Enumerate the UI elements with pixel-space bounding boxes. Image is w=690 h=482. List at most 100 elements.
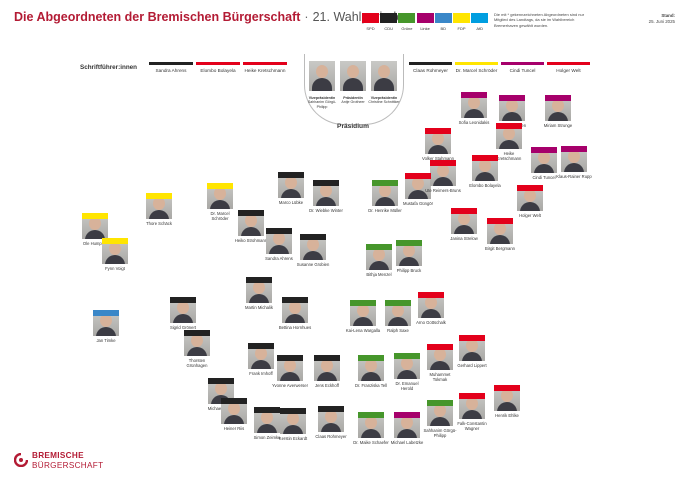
party-marker-31: [282, 297, 308, 303]
member-name-17: Jens Eckhoff: [315, 383, 339, 388]
legend-swatch-1: [380, 13, 398, 23]
member-photo-21: [248, 343, 274, 369]
member-photo-47: [425, 128, 451, 154]
legend-swatch-2: [398, 13, 416, 23]
party-marker-16: [318, 406, 344, 412]
member-photo-42: [517, 185, 543, 211]
member-name-26: Marco Lübke: [278, 200, 304, 205]
member-name-9: Kai-Lena Wargalla: [345, 328, 381, 333]
member-photo-36: [207, 183, 233, 209]
member-name-28: Michael Jonitz: [207, 406, 235, 411]
party-marker-22: [238, 210, 264, 216]
member-name-48: Birgit Bergmann: [484, 246, 516, 251]
member-photo-40: [531, 147, 557, 173]
legend-label-1: CDU: [384, 26, 394, 31]
member-photo-9: [350, 300, 376, 326]
member-photo-33: [93, 310, 119, 336]
member-photo-32: [246, 277, 272, 303]
member-photo-16: [318, 406, 344, 432]
secretary-name-left-2: Heike Kretschmann: [244, 68, 286, 73]
presidium-label: Präsidium: [337, 123, 369, 130]
secretary-name-left-0: Sandra Ahrens: [155, 68, 187, 73]
member-photo-39: [499, 95, 525, 121]
member-photo-46: [451, 208, 477, 234]
party-marker-39: [499, 95, 525, 101]
member-name-11: Arno Gottschalk: [416, 320, 446, 325]
presidium-photo-1: [340, 61, 366, 91]
party-marker-21: [248, 343, 274, 349]
member-name-34: Thore Schäck: [146, 221, 172, 226]
presidium-photo-0: [309, 61, 335, 91]
member-photo-2: [427, 400, 453, 426]
party-marker-48: [487, 218, 513, 224]
member-photo-23: [266, 228, 292, 254]
secretary-line-right-3: [547, 62, 590, 65]
member-photo-12: [366, 244, 392, 270]
party-marker-41: [545, 95, 571, 101]
member-photo-7: [427, 344, 453, 370]
party-marker-9: [350, 300, 376, 306]
member-name-21: Frank Imhoff: [249, 371, 273, 376]
member-name-10: Ralph Saxe: [387, 328, 409, 333]
member-name-36: Dr. Marcel Schröder: [210, 211, 230, 221]
party-marker-2: [427, 400, 453, 406]
secretary-line-right-2: [501, 62, 544, 65]
logo-mark-icon: [14, 453, 28, 467]
member-name-43: Elombo Bolayela: [469, 183, 501, 188]
member-photo-22: [238, 210, 264, 236]
secretary-line-right-1: [455, 62, 498, 65]
party-marker-43: [472, 155, 498, 161]
secretaries-label: Schriftführer:innen: [80, 64, 138, 71]
member-photo-10: [385, 300, 411, 326]
stand-label: Stand:: [661, 13, 675, 18]
bremerhaven-note: Die mit * gekennzeichneten Abgeordneten …: [494, 12, 585, 28]
member-photo-11: [418, 292, 444, 318]
member-name-18: Simon Zeimke: [253, 435, 281, 440]
member-photo-48: [487, 218, 513, 244]
member-name-7: Muhammet Tokmak: [429, 372, 451, 382]
legend-swatch-4: [434, 13, 452, 23]
presidium-role-0: Vizepräsidentin: [308, 96, 336, 100]
presidium-role-1: Präsidentin: [343, 96, 363, 100]
presidium-name-0: Sahhanim Görgü-Philipp: [307, 100, 337, 109]
member-photo-41: [545, 95, 571, 121]
member-name-47: Volker Stahmann: [422, 156, 454, 161]
party-marker-44: [496, 123, 522, 129]
party-marker-45: [430, 160, 456, 166]
legend-label-5: FDP: [457, 26, 466, 31]
member-photo-43: [472, 155, 498, 181]
member-photo-27: [170, 297, 196, 323]
legend-label-6: AfD: [476, 26, 484, 31]
party-marker-32: [246, 277, 272, 283]
member-name-2: Sahhanim Görgü-Philipp: [423, 428, 457, 438]
presidium-name-2: Christine Schnittker: [368, 100, 400, 105]
member-name-30: Thorsten Grünhagen: [186, 358, 208, 368]
party-marker-28: [208, 378, 234, 384]
legend-label-0: SPD: [366, 26, 375, 31]
party-marker-4: [494, 385, 520, 391]
party-marker-18: [254, 407, 280, 413]
secretary-line-right-0: [409, 62, 452, 65]
presidium-photo-2: [371, 61, 397, 91]
member-photo-44: [496, 123, 522, 149]
party-marker-47: [425, 128, 451, 134]
member-name-19: Kerstin Eckardt: [278, 436, 308, 441]
member-name-40: Cindi Tuncel: [532, 175, 556, 180]
member-name-35: Ole Humpich: [82, 241, 108, 246]
member-photo-24: [300, 234, 326, 260]
member-name-23: Sandra Ahrens: [265, 256, 293, 261]
member-name-33: Jan Timke: [96, 338, 116, 343]
member-name-5: Dr. Franziska Tell: [354, 383, 388, 388]
party-marker-7: [427, 344, 453, 350]
member-name-45: Ute Reimers-Bruns: [425, 188, 461, 193]
presidium-frame: [304, 54, 404, 125]
member-name-15: Mustafa Güngör: [402, 201, 434, 206]
status-date: Stand:25. Juni 2025: [630, 13, 675, 25]
party-marker-11: [418, 292, 444, 298]
member-photo-6: [394, 353, 420, 379]
party-marker-34: [146, 193, 172, 199]
member-photo-26: [278, 172, 304, 198]
party-marker-42: [517, 185, 543, 191]
member-name-49: Klaus-Rainer Rupp: [556, 174, 592, 179]
member-name-29: Heiner Riis: [223, 426, 245, 431]
